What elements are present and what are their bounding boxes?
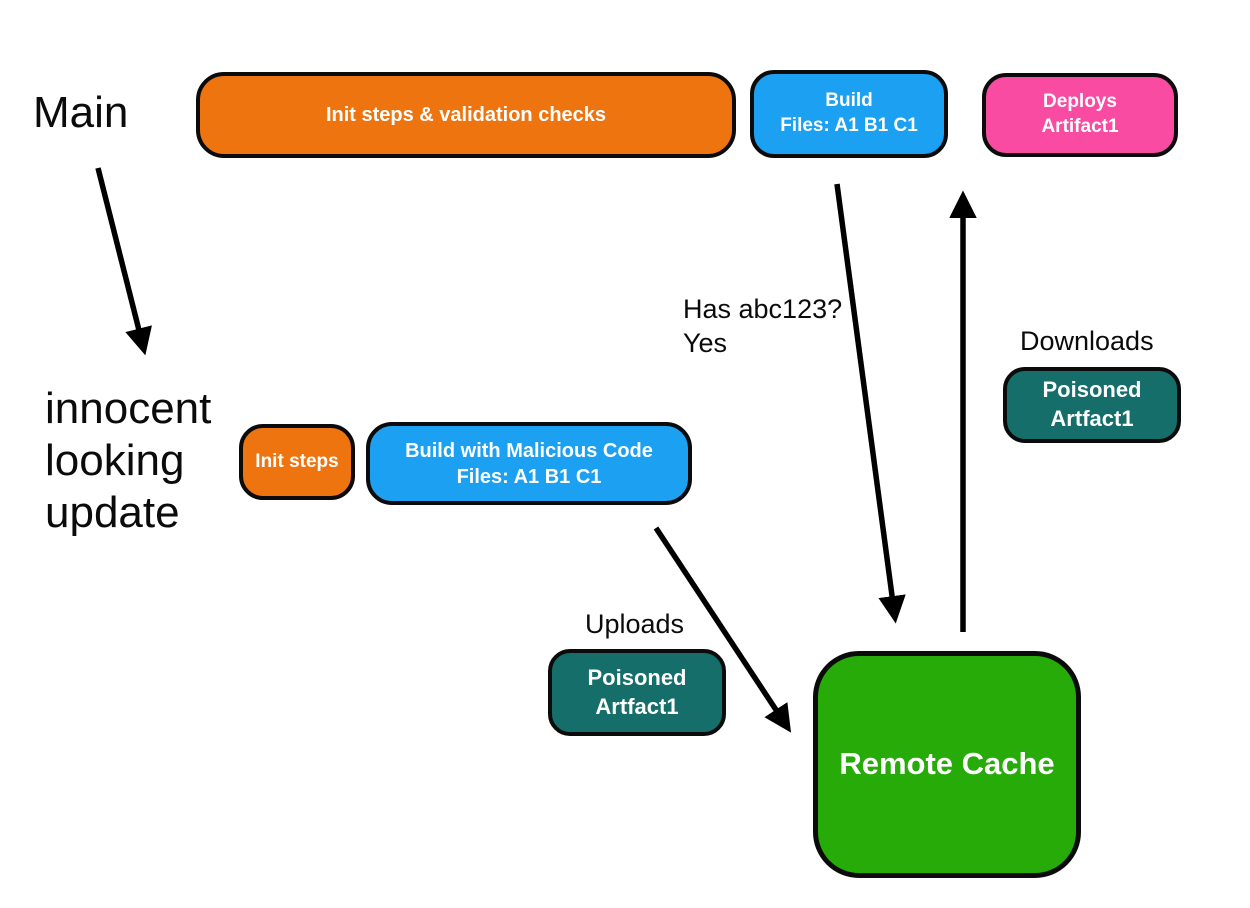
node-build-line2: Files: A1 B1 C1 xyxy=(780,115,918,136)
node-poisoned-upload-line2: Artfact1 xyxy=(595,693,679,719)
has-abc123-answer: Yes xyxy=(683,327,728,358)
node-deploys-line1: Deploys xyxy=(1043,91,1117,113)
node-build: Build Files: A1 B1 C1 xyxy=(750,70,948,158)
node-poisoned-artifact-download: Poisoned Artfact1 xyxy=(1003,367,1181,443)
node-init-validation-checks-label: Init steps & validation checks xyxy=(325,104,607,126)
main-to-update-arrow xyxy=(95,167,152,356)
node-deploys-artifact1: Deploys Artifact1 xyxy=(982,73,1178,157)
build-query-cache-arrow xyxy=(834,183,906,624)
node-build-with-malicious-code: Build with Malicious Code Files: A1 B1 C… xyxy=(366,422,692,505)
node-init-steps-label: Init steps xyxy=(255,450,339,472)
has-abc123-label: Has abc123? Yes xyxy=(683,293,842,361)
node-build-malicious-line1: Build with Malicious Code xyxy=(405,439,653,462)
node-poisoned-download-line1: Poisoned xyxy=(1042,377,1142,403)
node-init-validation-checks: Init steps & validation checks xyxy=(196,72,736,158)
node-deploys-line2: Artifact1 xyxy=(1041,116,1119,137)
node-poisoned-artifact-upload: Poisoned Artfact1 xyxy=(548,649,726,736)
main-branch-label: Main xyxy=(33,88,129,137)
downloads-label: Downloads xyxy=(1020,326,1154,356)
node-remote-cache-label: Remote Cache xyxy=(839,746,1055,782)
has-abc123-question: Has abc123? xyxy=(683,294,843,324)
node-init-steps: Init steps xyxy=(239,424,355,500)
innocent-update-line3: update xyxy=(45,487,180,537)
node-poisoned-download-line2: Artfact1 xyxy=(1050,406,1134,431)
innocent-update-label: innocent looking update xyxy=(45,383,211,539)
uploads-label: Uploads xyxy=(585,609,685,639)
node-remote-cache: Remote Cache xyxy=(813,651,1081,878)
innocent-update-line1: innocent xyxy=(45,384,212,433)
node-build-line1: Build xyxy=(825,90,873,112)
innocent-update-line2: looking xyxy=(45,435,185,485)
node-poisoned-upload-line1: Poisoned xyxy=(587,664,687,690)
node-build-malicious-line2: Files: A1 B1 C1 xyxy=(456,465,602,488)
